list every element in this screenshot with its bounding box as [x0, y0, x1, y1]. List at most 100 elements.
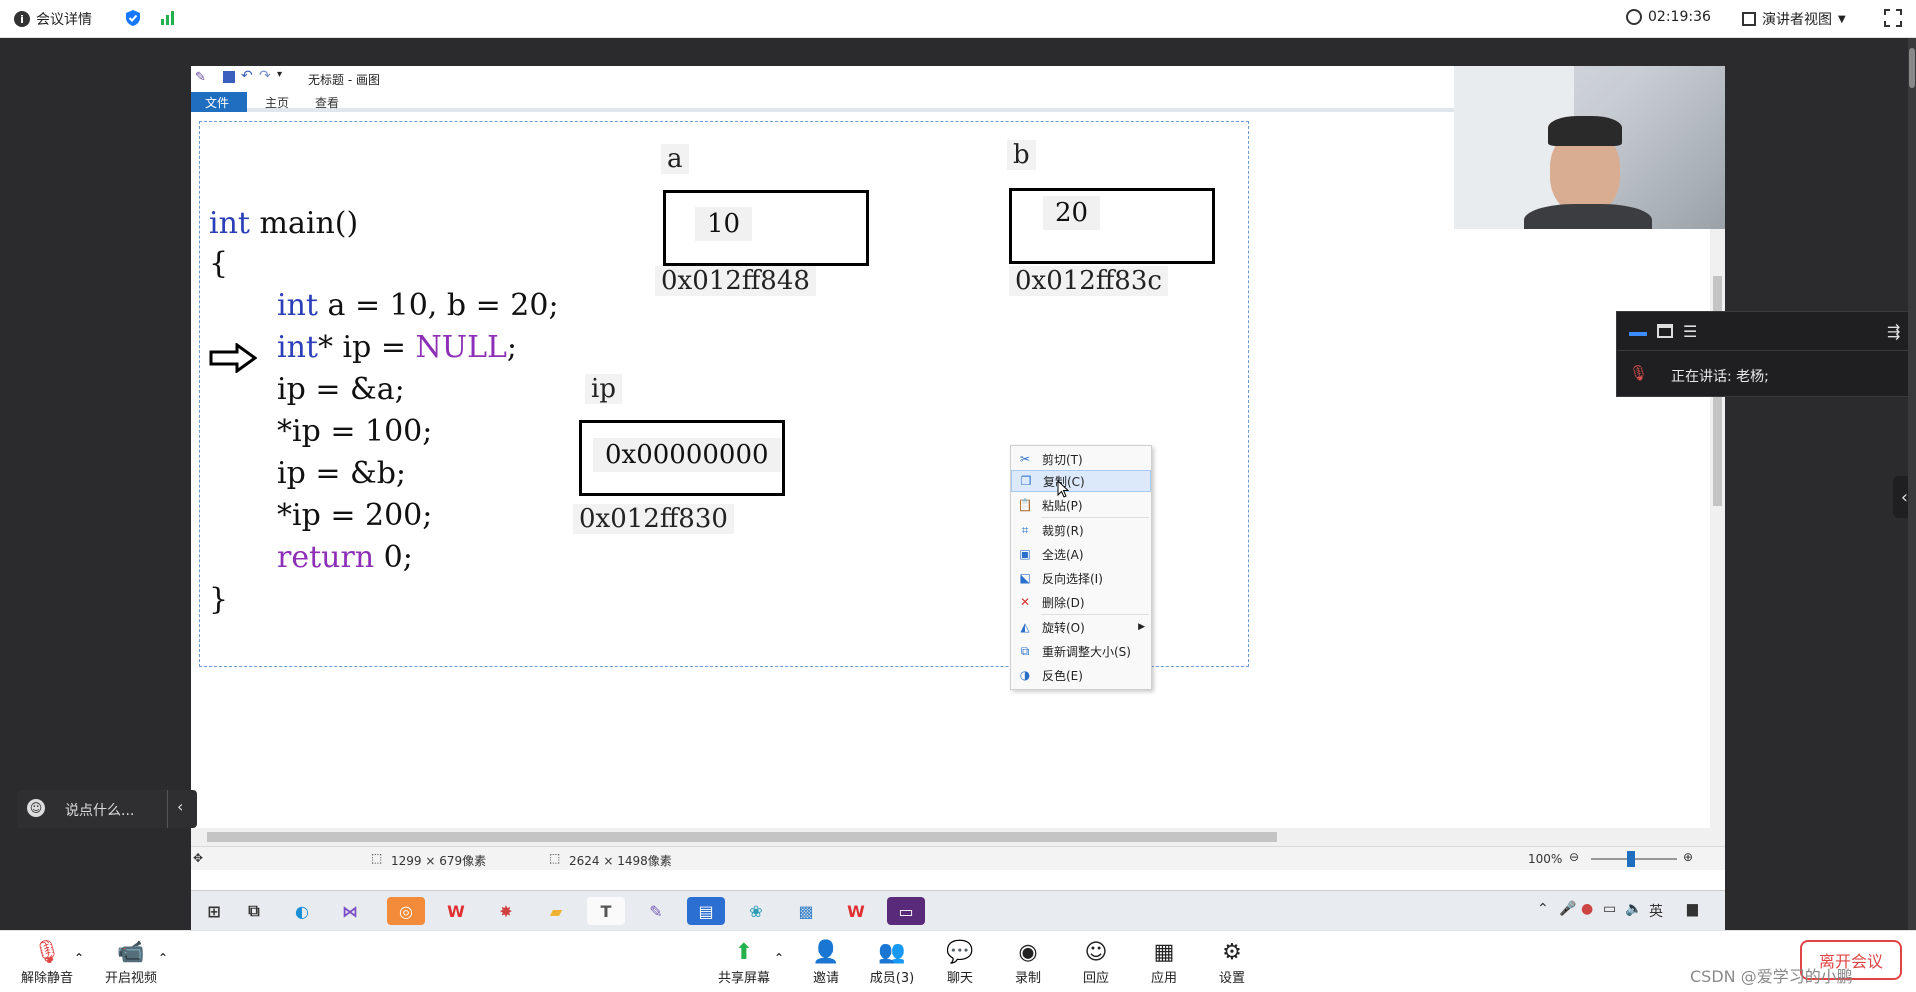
speaker-video[interactable]	[1454, 66, 1725, 229]
wps-writer-icon[interactable]: W	[847, 901, 865, 921]
paint-canvas[interactable]: int main() { int a = 10, b = 20; int* ip…	[191, 116, 1725, 846]
tab-file[interactable]: 文件	[191, 92, 247, 112]
rotate-icon: ◭	[1020, 620, 1030, 634]
window-layout-icon[interactable]	[1657, 324, 1673, 338]
menu-item-crop[interactable]: ⌗裁剪(R)	[1011, 519, 1151, 541]
task-view-icon[interactable]: ⧉	[248, 901, 260, 920]
select-all-icon: ▣	[1019, 547, 1031, 561]
wps-office-icon[interactable]: W	[447, 901, 465, 921]
battery-icon[interactable]: ▭	[1603, 901, 1617, 917]
security-shield-icon[interactable]	[124, 9, 142, 27]
network-signal-icon[interactable]	[160, 9, 178, 25]
zoom-slider[interactable]	[1591, 851, 1677, 867]
zoom-slider-thumb[interactable]	[1627, 851, 1635, 867]
var-b-box	[1009, 188, 1215, 264]
windows-taskbar: ⊞ ⧉ ◐ ⋈ ◎ W ✸ ▰ T ✎ ▤ ❀ ▩ W ▭ ⌃ 🎤 ● ▭ 🔈 …	[191, 890, 1725, 930]
tray-expand-icon[interactable]: ⌃	[1537, 901, 1549, 917]
messenger-icon[interactable]: ▤	[687, 897, 725, 925]
settings-button[interactable]: ⚙ 设置	[1197, 937, 1267, 987]
volume-icon[interactable]: 🔈	[1625, 901, 1643, 917]
leave-meeting-button[interactable]: 离开会议	[1800, 940, 1902, 980]
var-b-address: 0x012ff83c	[1009, 266, 1168, 296]
redo-icon[interactable]: ↷	[259, 68, 271, 84]
network-app-icon[interactable]: ❀	[749, 901, 763, 921]
chat-divider	[167, 790, 168, 828]
record-button[interactable]: ◉ 录制	[993, 937, 1063, 987]
notification-icon[interactable]: ▆	[1687, 901, 1698, 917]
chat-collapse-chevron-icon[interactable]: ‹	[177, 797, 184, 816]
reaction-icon: ☺	[1084, 939, 1108, 965]
paint-app-icon: ✎	[195, 70, 206, 85]
unmute-button[interactable]: 🎙 解除静音	[12, 937, 82, 987]
menu-item-paste[interactable]: 📋粘贴(P)	[1017, 498, 1083, 513]
fullscreen-icon[interactable]	[1884, 9, 1902, 27]
info-icon: i	[14, 11, 30, 27]
tab-home[interactable]: 主页	[265, 96, 290, 110]
context-menu: ✂剪切(T) ❐复制(C) 📋粘贴(P) ⌗裁剪(R) ▣全选(A) ⬕反向选择…	[1010, 445, 1152, 690]
zoom-out-icon[interactable]: ⊖	[1569, 850, 1580, 864]
edge-browser-icon[interactable]: ◐	[295, 901, 309, 921]
meeting-info-button[interactable]: i 会议详情	[14, 9, 92, 29]
tray-mic-icon[interactable]: 🎤	[1559, 901, 1577, 917]
audio-options-chevron-up-icon[interactable]: ⌃	[74, 951, 85, 965]
share-options-chevron-up-icon[interactable]: ⌃	[774, 951, 785, 965]
video-options-chevron-up-icon[interactable]: ⌃	[158, 951, 169, 965]
tab-view[interactable]: 查看	[315, 96, 340, 110]
visual-studio-icon[interactable]: ⋈	[342, 901, 358, 921]
menu-item-rotate[interactable]: ◭旋转(O)▶	[1011, 616, 1151, 638]
share-screen-button[interactable]: ⬆ 共享屏幕	[709, 937, 779, 987]
menu-item-cut[interactable]: ✂剪切(T)	[1011, 448, 1151, 470]
invite-button[interactable]: 👤 邀请	[791, 937, 861, 987]
screen-scrollbar[interactable]	[1908, 38, 1916, 930]
chat-button[interactable]: 💬 聊天	[925, 937, 995, 987]
layout-icon	[1742, 12, 1756, 26]
view-mode-dropdown[interactable]: 演讲者视图 ▼	[1742, 9, 1846, 29]
text-editor-icon[interactable]: T	[587, 897, 625, 925]
paint-taskbar-icon[interactable]: ✎	[649, 901, 663, 921]
menu-item-invert-selection[interactable]: ⬕反向选择(I)	[1011, 567, 1151, 589]
members-icon: 👥	[878, 939, 906, 965]
menu-item-select-all[interactable]: ▣全选(A)	[1011, 543, 1151, 565]
list-layout-icon[interactable]: ☰	[1683, 322, 1698, 341]
resize-icon: ⧉	[1020, 643, 1030, 658]
image-viewer-icon[interactable]: ▩	[798, 901, 814, 921]
emoji-icon[interactable]: ☺	[27, 799, 45, 817]
chat-quick-input[interactable]: ☺ 说点什么... ‹	[17, 790, 197, 828]
apps-button[interactable]: ▦ 应用	[1129, 937, 1199, 987]
code-line-1: int main()	[209, 206, 359, 241]
reactions-button[interactable]: ☺ 回应	[1061, 937, 1131, 987]
browser-app-icon[interactable]: ✸	[499, 901, 513, 921]
windows-start-icon[interactable]: ⊞	[207, 901, 221, 921]
horizontal-scrollbar[interactable]	[191, 828, 1725, 846]
members-button[interactable]: 👥 成员(3)	[857, 937, 927, 987]
code-line-5: ip = &a;	[277, 372, 405, 407]
menu-item-invert-color[interactable]: ◑反色(E)	[1011, 664, 1151, 686]
invite-user-icon: 👤	[812, 939, 840, 965]
code-line-4: int* ip = NULL;	[277, 330, 518, 365]
horizontal-scroll-thumb[interactable]	[207, 832, 1277, 842]
zoom-in-icon[interactable]: ⊕	[1683, 850, 1694, 864]
current-line-arrow-icon	[209, 343, 257, 373]
code-line-6: *ip = 100;	[277, 414, 433, 449]
start-video-button[interactable]: 📹 开启视频	[96, 937, 166, 987]
person-shoulders	[1524, 204, 1652, 229]
input-method-indicator[interactable]: 英	[1649, 904, 1663, 920]
var-a-address: 0x012ff848	[655, 266, 816, 296]
tray-app-icon[interactable]: ●	[1581, 901, 1594, 917]
menu-item-resize[interactable]: ⧉重新调整大小(S)	[1011, 640, 1151, 662]
invert-color-icon: ◑	[1019, 668, 1031, 682]
selection-rectangle[interactable]	[199, 121, 1249, 667]
file-explorer-icon[interactable]: ▰	[549, 901, 563, 921]
terminal-icon[interactable]: ▭	[887, 897, 925, 925]
collapse-panel-icon[interactable]: ⇶	[1887, 322, 1901, 341]
window-title: 无标题 - 画图	[308, 73, 380, 87]
menu-item-delete[interactable]: ✕删除(D)	[1011, 591, 1151, 613]
save-icon[interactable]	[223, 71, 235, 83]
screen-scroll-thumb[interactable]	[1909, 48, 1915, 88]
meeting-app-icon[interactable]: ◎	[387, 897, 425, 925]
csdn-watermark: CSDN @爱学习的小鹏	[1690, 967, 1853, 986]
minimize-panel-icon[interactable]	[1629, 332, 1647, 336]
undo-icon[interactable]: ↶	[241, 68, 253, 84]
quick-access-dropdown-icon[interactable]: ▾	[277, 69, 283, 80]
menu-item-copy[interactable]: ❐复制(C)	[1011, 470, 1151, 492]
